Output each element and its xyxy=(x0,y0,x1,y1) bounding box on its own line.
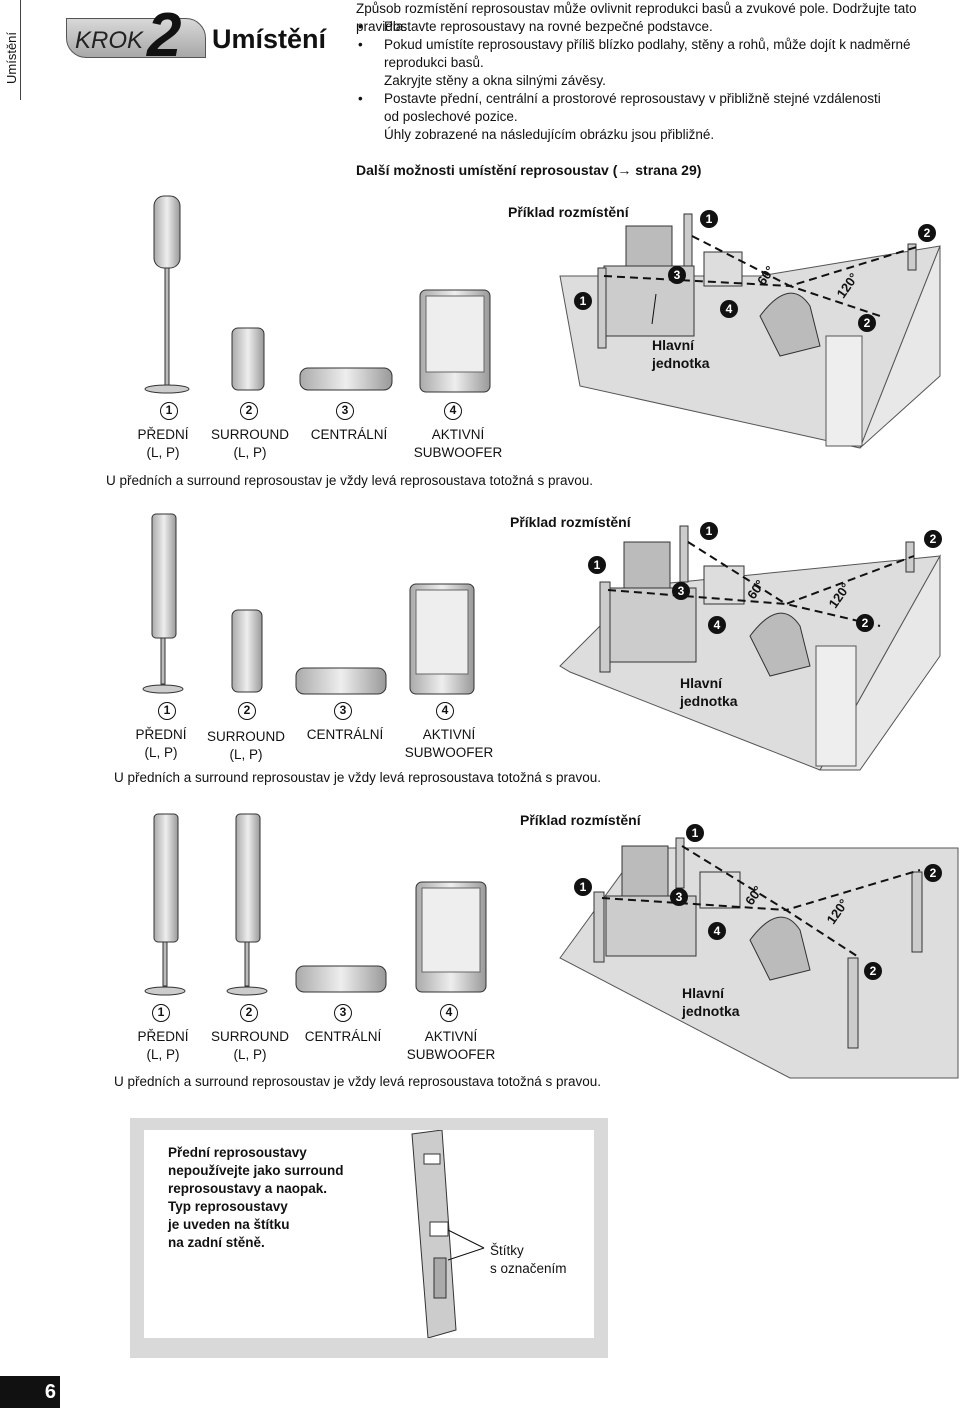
speaker-num-4: 4 xyxy=(444,402,462,420)
speaker-illustration xyxy=(144,813,959,1079)
rule-item: Zakryjte stěny a okna silnými závěsy. xyxy=(384,73,606,88)
step-number: 2 xyxy=(147,1,182,70)
label-surround: SURROUND (L, P) xyxy=(206,729,285,762)
marker-1: 1 xyxy=(700,522,718,540)
label-subwoofer: AKTIVNÍ SUBWOOFER xyxy=(404,727,494,760)
speaker-num-4: 4 xyxy=(440,1004,458,1022)
marker-2: 2 xyxy=(858,314,876,332)
marker-3: 3 xyxy=(672,582,690,600)
main-unit-label: Hlavní jednotka xyxy=(652,337,710,371)
marker-1: 1 xyxy=(700,210,718,228)
marker-2: 2 xyxy=(864,962,882,980)
page-number: 6 xyxy=(0,1376,60,1408)
speaker-num-1: 1 xyxy=(152,1004,170,1022)
label-center: CENTRÁLNÍ xyxy=(304,1029,382,1044)
labels-caption: Štítky s označením xyxy=(490,1243,567,1276)
layout-example-3: Příklad rozmístění 1 2 1 3 4 2 60° 120° … xyxy=(0,808,960,1098)
speaker-num-1: 1 xyxy=(158,702,176,720)
label-surround: SURROUND (L, P) xyxy=(210,1029,289,1062)
placement-rules: Postavte reprosoustavy na rovné bezpečné… xyxy=(356,18,956,144)
label-front: PŘEDNÍ (L, P) xyxy=(135,727,187,760)
note-text: U předních a surround reprosoustav je vž… xyxy=(114,1074,602,1089)
marker-2: 2 xyxy=(918,224,936,242)
marker-4: 4 xyxy=(708,616,726,634)
label-surround: SURROUND (L, P) xyxy=(210,427,289,460)
rule-item: Postavte reprosoustavy na rovné bezpečné… xyxy=(356,18,956,36)
rule-item: reprodukci basů. xyxy=(384,55,484,70)
rule-item: od poslechové pozice. xyxy=(384,109,518,124)
rule-item: Úhly zobrazené na následujícím obrázku j… xyxy=(384,127,715,142)
label-center: CENTRÁLNÍ xyxy=(306,727,384,742)
speaker-num-2: 2 xyxy=(238,702,256,720)
main-unit-label: Hlavní jednotka xyxy=(680,675,738,709)
speaker-illustration xyxy=(142,513,941,771)
label-front: PŘEDNÍ (L, P) xyxy=(137,1029,189,1062)
marker-1: 1 xyxy=(574,292,592,310)
rule-item: Postavte přední, centrální a prostorové … xyxy=(356,90,956,108)
more-options-link[interactable]: Další možnosti umístění reprosoustav (→ … xyxy=(356,162,702,178)
speaker-num-1: 1 xyxy=(160,402,178,420)
speaker-num-3: 3 xyxy=(336,402,354,420)
speaker-illustration xyxy=(144,195,941,449)
speaker-num-3: 3 xyxy=(334,1004,352,1022)
callout-box: Přední reprosoustavy nepoužívejte jako s… xyxy=(130,1118,608,1358)
speaker-num-2: 2 xyxy=(240,1004,258,1022)
label-subwoofer: AKTIVNÍ SUBWOOFER xyxy=(406,1029,496,1062)
speaker-num-3: 3 xyxy=(334,702,352,720)
marker-4: 4 xyxy=(720,300,738,318)
layout-example-2: Příklad rozmístění 1 2 1 3 4 2 60° 120° … xyxy=(0,506,960,806)
marker-1: 1 xyxy=(588,556,606,574)
speaker-back-illustration xyxy=(411,1130,485,1338)
marker-2: 2 xyxy=(856,614,874,632)
page-title: Umístění xyxy=(212,24,327,54)
label-subwoofer: AKTIVNÍ SUBWOOFER xyxy=(413,427,503,460)
main-unit-label: Hlavní jednotka xyxy=(682,985,740,1019)
rule-item: Pokud umístíte reprosoustavy příliš blíz… xyxy=(356,36,956,54)
callout-inner: Přední reprosoustavy nepoužívejte jako s… xyxy=(144,1130,594,1338)
label-center: CENTRÁLNÍ xyxy=(310,427,388,442)
note-text: U předních a surround reprosoustav je vž… xyxy=(114,770,602,785)
sidebar-divider xyxy=(20,0,21,100)
example-label: Příklad rozmístění xyxy=(520,812,641,828)
marker-1: 1 xyxy=(686,824,704,842)
marker-2: 2 xyxy=(924,864,942,882)
marker-3: 3 xyxy=(670,888,688,906)
note-text: U předních a surround reprosoustav je vž… xyxy=(106,473,594,488)
speaker-num-4: 4 xyxy=(436,702,454,720)
step-word: KROK xyxy=(75,27,144,54)
marker-1: 1 xyxy=(574,878,592,896)
marker-4: 4 xyxy=(708,922,726,940)
callout-warning: Přední reprosoustavy nepoužívejte jako s… xyxy=(168,1145,344,1250)
example-label: Příklad rozmístění xyxy=(508,204,629,220)
example-label: Příklad rozmístění xyxy=(510,514,631,530)
layout-example-1: Příklad rozmístění 1 2 1 3 4 2 60° 120° … xyxy=(0,186,960,496)
marker-2: 2 xyxy=(924,530,942,548)
label-front: PŘEDNÍ (L, P) xyxy=(137,427,189,460)
sidebar-label: Umístění xyxy=(4,31,19,84)
step-badge: KROK 2 xyxy=(66,5,206,67)
marker-3: 3 xyxy=(668,266,686,284)
speaker-num-2: 2 xyxy=(240,402,258,420)
